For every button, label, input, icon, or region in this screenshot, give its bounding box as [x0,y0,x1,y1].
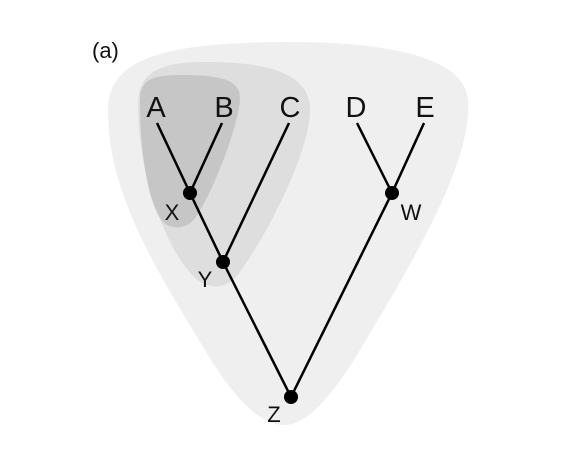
panel-label: (a) [92,38,119,63]
leaf-label-e: E [415,92,434,124]
edge-y-z [221,261,293,398]
leaf-label-d: D [346,92,367,124]
node-z [284,390,298,404]
edge-a-x [155,122,192,194]
leaf-label-c: C [280,92,301,124]
edge-c-y [221,122,291,263]
edge-x-y [188,192,225,263]
node-label-y: Y [198,267,213,292]
node-x [183,186,197,200]
edge-w-z [289,192,394,398]
node-w [385,186,399,200]
clade-region-ab [140,75,240,228]
node-label-x: X [165,200,180,225]
edge-e-w [390,122,426,194]
edge-b-x [188,122,224,194]
edge-d-w [355,122,394,194]
node-y [216,255,230,269]
node-label-w: W [401,200,422,225]
node-label-z: Z [267,402,280,427]
leaf-label-a: A [146,92,166,124]
leaf-label-b: B [214,92,233,124]
